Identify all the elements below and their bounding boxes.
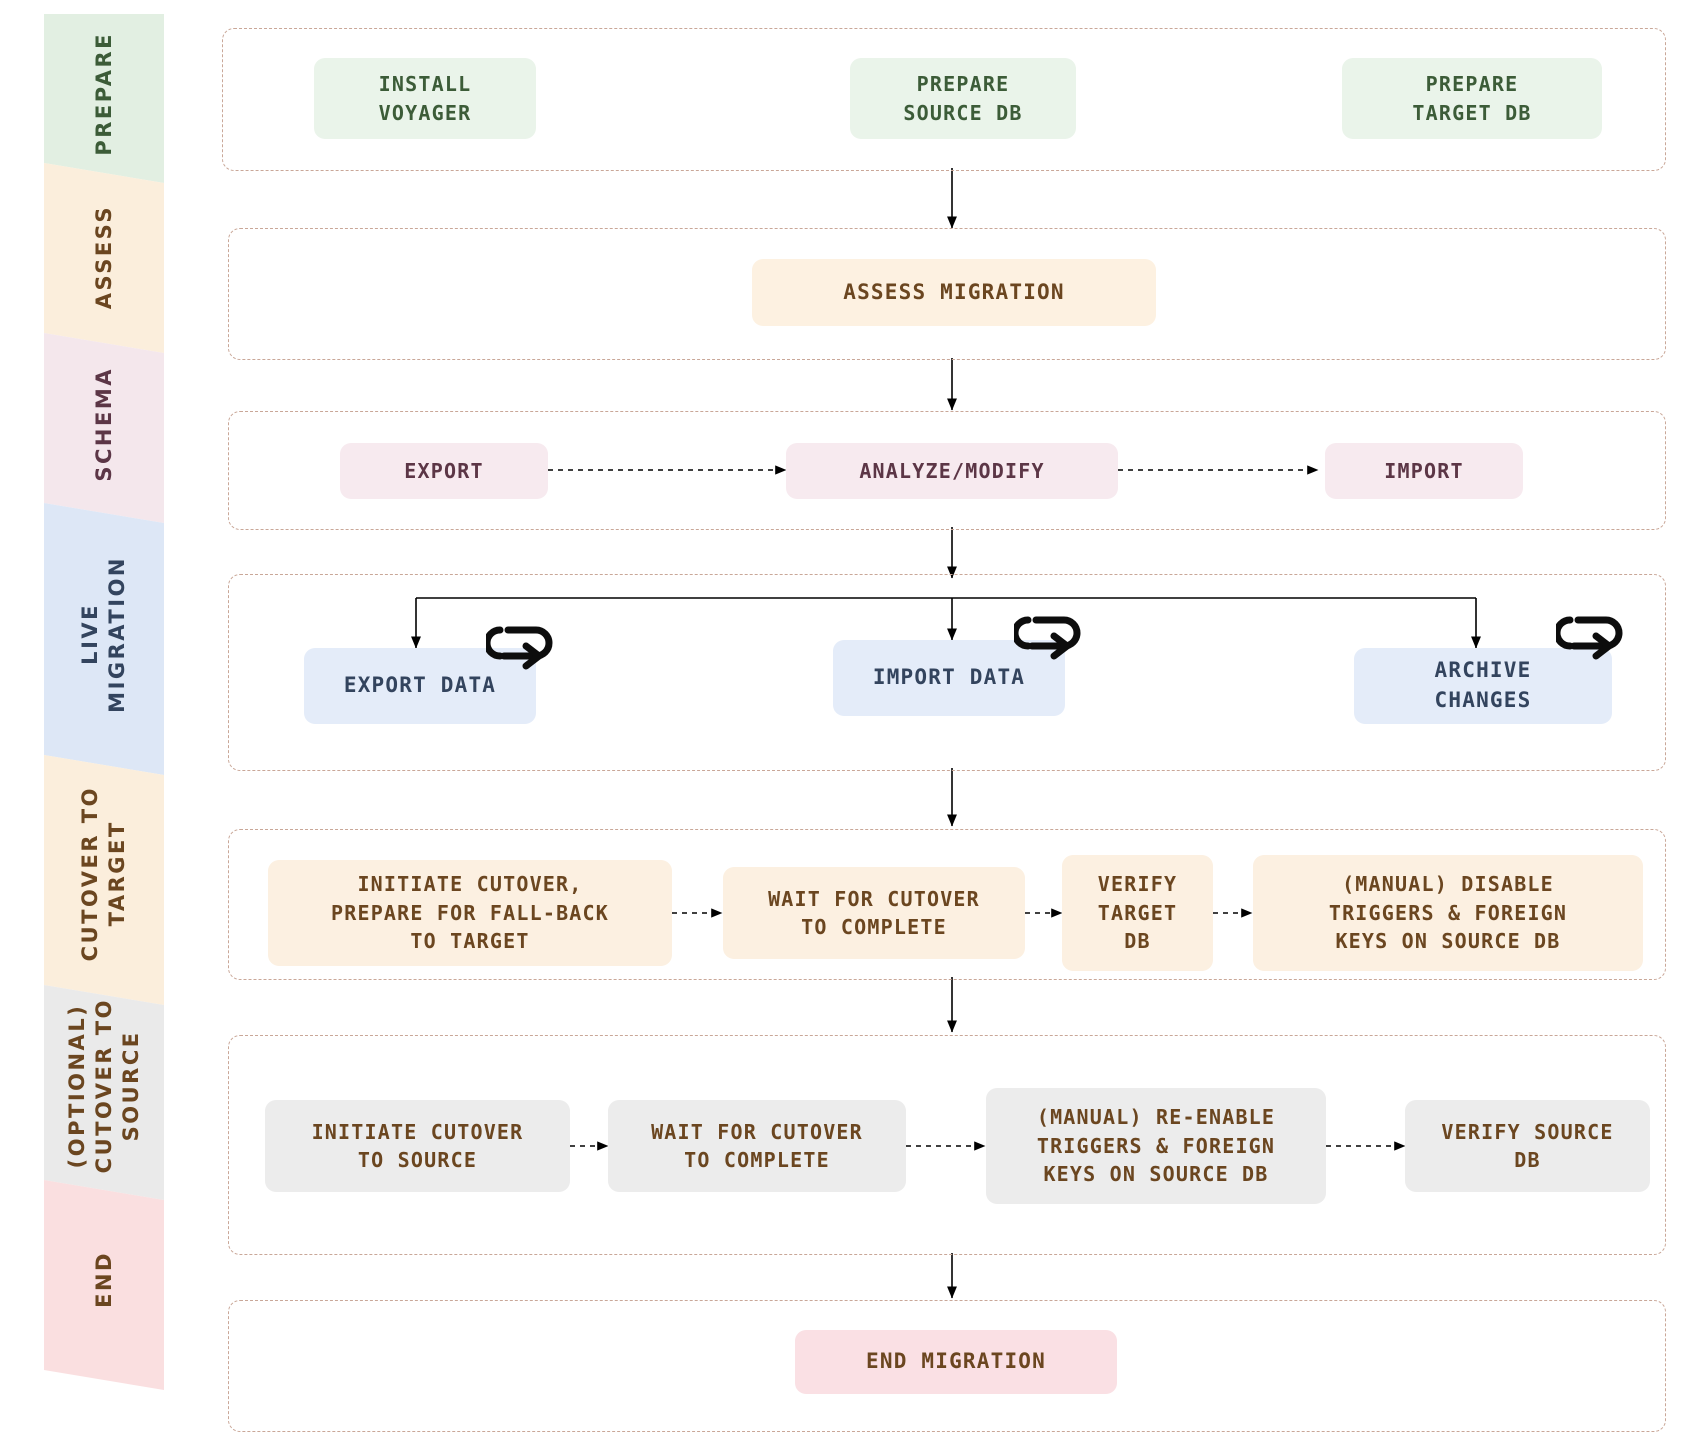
phase-label-cutover-to-target: CUTOVER TO TARGET	[78, 786, 129, 962]
node-schema-analyze-modify[interactable]: ANALYZE/MODIFY	[786, 443, 1118, 499]
node-end-migration[interactable]: END MIGRATION	[795, 1330, 1117, 1394]
loop-icon-import-data	[1014, 616, 1081, 660]
phase-container-cutover-to-target	[228, 829, 1666, 980]
phase-band-cutover-to-target: CUTOVER TO TARGET	[44, 760, 164, 988]
phase-rail-bands	[44, 14, 164, 1390]
node-export-data[interactable]: EXPORT DATA	[304, 648, 536, 724]
phase-band-schema: SCHEMA	[44, 340, 164, 508]
phase-band-live-migration: LIVE MIGRATION	[44, 508, 164, 760]
phase-container-assess	[228, 228, 1666, 360]
node-verify-target-db[interactable]: VERIFY TARGET DB	[1062, 855, 1213, 971]
phase-band-end: END	[44, 1184, 164, 1374]
phase-label-assess: ASSESS	[91, 204, 116, 310]
node-re-enable-triggers-foreign-keys[interactable]: (MANUAL) RE-ENABLE TRIGGERS & FOREIGN KE…	[986, 1088, 1326, 1204]
node-archive-changes[interactable]: ARCHIVE CHANGES	[1354, 648, 1612, 724]
node-import-data[interactable]: IMPORT DATA	[833, 640, 1065, 716]
phase-band-optional-cutover-to-source: (OPTIONAL) CUTOVER TO SOURCE	[44, 988, 164, 1184]
node-schema-import[interactable]: IMPORT	[1325, 443, 1523, 499]
node-prepare-target-db[interactable]: PREPARE TARGET DB	[1342, 58, 1602, 139]
phase-label-schema: SCHEMA	[91, 366, 116, 482]
phase-band-prepare: PREPARE	[44, 14, 164, 174]
phase-container-prepare	[222, 28, 1666, 171]
node-assess-migration[interactable]: ASSESS MIGRATION	[752, 259, 1156, 326]
node-install-voyager[interactable]: INSTALL VOYAGER	[314, 58, 536, 139]
node-initiate-cutover-to-source[interactable]: INITIATE CUTOVER TO SOURCE	[265, 1100, 570, 1192]
phase-label-prepare: PREPARE	[91, 32, 116, 156]
loop-icon-archive-changes	[1556, 616, 1623, 660]
phase-label-optional-cutover-to-source: (OPTIONAL) CUTOVER TO SOURCE	[64, 998, 143, 1174]
loop-icon-export-data	[486, 626, 553, 670]
node-schema-export[interactable]: EXPORT	[340, 443, 548, 499]
node-wait-for-cutover-to-complete-target[interactable]: WAIT FOR CUTOVER TO COMPLETE	[723, 867, 1025, 959]
node-wait-for-cutover-to-complete-source[interactable]: WAIT FOR CUTOVER TO COMPLETE	[608, 1100, 906, 1192]
node-prepare-source-db[interactable]: PREPARE SOURCE DB	[850, 58, 1076, 139]
phase-label-live-migration: LIVE MIGRATION	[78, 555, 129, 713]
phase-container-optional-cutover-to-source	[228, 1035, 1666, 1255]
phase-label-end: END	[91, 1250, 116, 1308]
node-verify-source-db[interactable]: VERIFY SOURCE DB	[1405, 1100, 1650, 1192]
phase-container-schema	[228, 411, 1666, 530]
phase-band-assess: ASSESS	[44, 174, 164, 340]
node-disable-triggers-foreign-keys[interactable]: (MANUAL) DISABLE TRIGGERS & FOREIGN KEYS…	[1253, 855, 1643, 971]
node-initiate-cutover-to-target[interactable]: INITIATE CUTOVER, PREPARE FOR FALL-BACK …	[268, 860, 672, 966]
phase-rail: PREPARE ASSESS SCHEMA LIVE MIGRATION CUT…	[44, 0, 164, 1405]
phase-container-live-migration	[228, 574, 1666, 771]
